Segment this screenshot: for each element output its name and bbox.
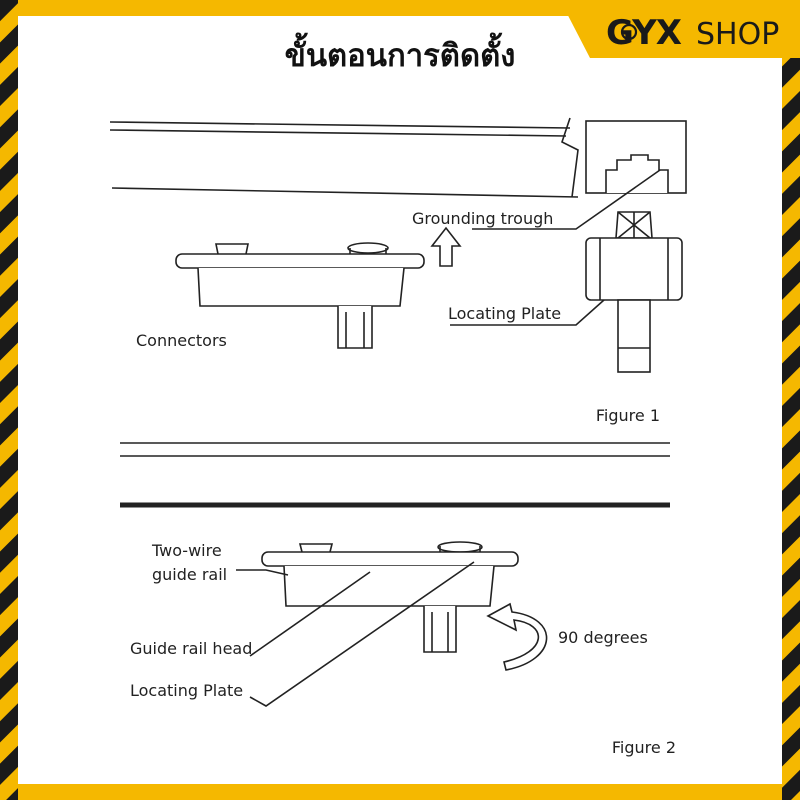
two-wire-label-line1: Two-wire [151, 541, 222, 560]
page-title: ขั้นตอนการติดตั้ง [285, 32, 516, 74]
rail-cross-section [585, 120, 687, 194]
track-rail [109, 117, 579, 198]
figure-1-caption: Figure 1 [596, 406, 660, 425]
grounding-trough-label: Grounding trough [412, 209, 553, 228]
brand-logo: GYX SHOP [606, 13, 779, 53]
gear-icon [620, 23, 638, 41]
connectors-label: Connectors [136, 331, 227, 350]
locating-plate-label-1: Locating Plate [448, 304, 561, 323]
brand-suffix: SHOP [696, 17, 779, 52]
brand-prefix: GYX [606, 13, 682, 53]
figure-2-caption: Figure 2 [612, 738, 676, 757]
locating-plate-side-view [585, 211, 683, 373]
up-arrow-icon [430, 226, 462, 267]
guide-rail-head-label: Guide rail head [130, 639, 252, 658]
figure-1: Grounding trough Connectors Locating Pla… [109, 117, 687, 425]
guide-rail-head-leader [249, 571, 371, 657]
locating-plate-leader [450, 299, 605, 326]
two-wire-label-line2: guide rail [152, 565, 227, 584]
guide-rail-head-part [261, 541, 519, 653]
figure-2: Two-wire guide rail Guide rail head Loca… [120, 442, 676, 757]
connector-part [175, 242, 425, 349]
rotate-arrow-icon [486, 602, 548, 671]
two-wire-leader [236, 569, 289, 576]
rotation-label: 90 degrees [558, 628, 648, 647]
locating-plate-2-leader [249, 561, 475, 707]
two-wire-rail [120, 442, 670, 508]
grounding-trough-leader [472, 169, 661, 230]
locating-plate-label-2: Locating Plate [130, 681, 243, 700]
